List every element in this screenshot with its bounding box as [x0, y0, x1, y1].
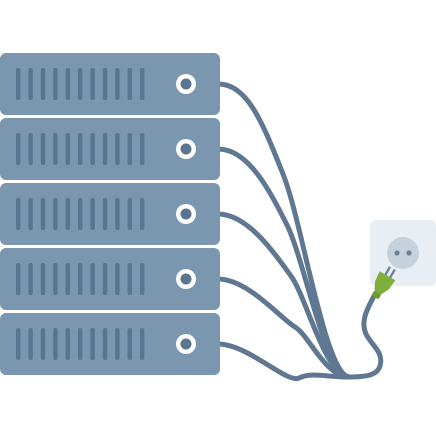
- vent-slot: [53, 198, 58, 230]
- vent-slot: [127, 198, 132, 230]
- power-cable-4: [215, 276, 353, 380]
- vent-slot: [78, 133, 83, 165]
- power-cable-3: [215, 211, 353, 380]
- vent-slot: [115, 68, 120, 100]
- vent-slot: [140, 68, 145, 100]
- plug-neck: [372, 290, 381, 299]
- power-cable-2: [215, 146, 353, 380]
- vent-slot: [140, 133, 145, 165]
- vent-slot: [16, 133, 21, 165]
- vent-slot: [90, 68, 95, 100]
- plug-prong-left: [383, 266, 392, 277]
- outlet-socket: [387, 237, 419, 269]
- vent-slot: [40, 198, 46, 230]
- vent-slot: [40, 133, 46, 165]
- vent-slot: [127, 328, 132, 360]
- vent-slot: [53, 328, 58, 360]
- vent-slot: [53, 133, 58, 165]
- power-led-center: [180, 338, 192, 350]
- vent-slot: [127, 133, 132, 165]
- server-stack: [0, 53, 220, 375]
- vent-slot: [78, 198, 83, 230]
- vent-slot: [115, 198, 120, 230]
- vent-slot: [90, 198, 95, 230]
- vent-slot: [28, 263, 33, 295]
- power-cable-1: [215, 81, 353, 380]
- plug-cable: [345, 291, 384, 380]
- vent-slot: [28, 68, 33, 100]
- vent-slot: [65, 328, 70, 360]
- vent-slot: [40, 68, 46, 100]
- vent-slot: [127, 263, 132, 295]
- vent-slot: [78, 68, 83, 100]
- vent-slot: [90, 328, 95, 360]
- power-plug-icon: [345, 266, 396, 380]
- power-led-center: [180, 78, 192, 90]
- vent-slot: [127, 68, 132, 100]
- vent-slot: [140, 198, 145, 230]
- server-rack-icon: [0, 53, 220, 115]
- vent-slot: [115, 328, 120, 360]
- vent-slot: [53, 68, 58, 100]
- vent-slot: [102, 263, 108, 295]
- power-outlet-icon: [370, 220, 436, 286]
- vent-slot: [115, 133, 120, 165]
- vent-slot: [40, 328, 46, 360]
- server-rack-icon: [0, 313, 220, 375]
- vent-slot: [28, 328, 33, 360]
- vent-slot: [115, 263, 120, 295]
- vent-slot: [65, 198, 70, 230]
- plug-body: [374, 271, 396, 295]
- vent-slot: [40, 263, 46, 295]
- vent-slot: [90, 133, 95, 165]
- vent-slot: [16, 198, 21, 230]
- power-led-center: [180, 143, 192, 155]
- vent-slot: [140, 263, 145, 295]
- vent-slot: [16, 68, 21, 100]
- vent-slot: [28, 198, 33, 230]
- server-rack-icon: [0, 248, 220, 310]
- server-rack-icon: [0, 118, 220, 180]
- vent-slot: [90, 263, 95, 295]
- outlet-hole-right: [406, 250, 412, 256]
- vent-slot: [16, 263, 21, 295]
- vent-slot: [102, 198, 108, 230]
- power-cables: [215, 81, 353, 381]
- vent-slot: [78, 328, 83, 360]
- vent-slot: [102, 68, 108, 100]
- plug-prong-right: [388, 268, 396, 279]
- power-led-center: [180, 208, 192, 220]
- vent-slot: [65, 68, 70, 100]
- vent-slot: [102, 328, 108, 360]
- vent-slot: [78, 263, 83, 295]
- vent-slot: [53, 263, 58, 295]
- vent-slot: [65, 133, 70, 165]
- vent-slot: [16, 328, 21, 360]
- server-rack-icon: [0, 183, 220, 245]
- outlet-hole-left: [394, 250, 400, 256]
- vent-slot: [140, 328, 145, 360]
- power-led-center: [180, 273, 192, 285]
- vent-slot: [65, 263, 70, 295]
- power-cable-5: [215, 341, 353, 381]
- vent-slot: [28, 133, 33, 165]
- vent-slot: [102, 133, 108, 165]
